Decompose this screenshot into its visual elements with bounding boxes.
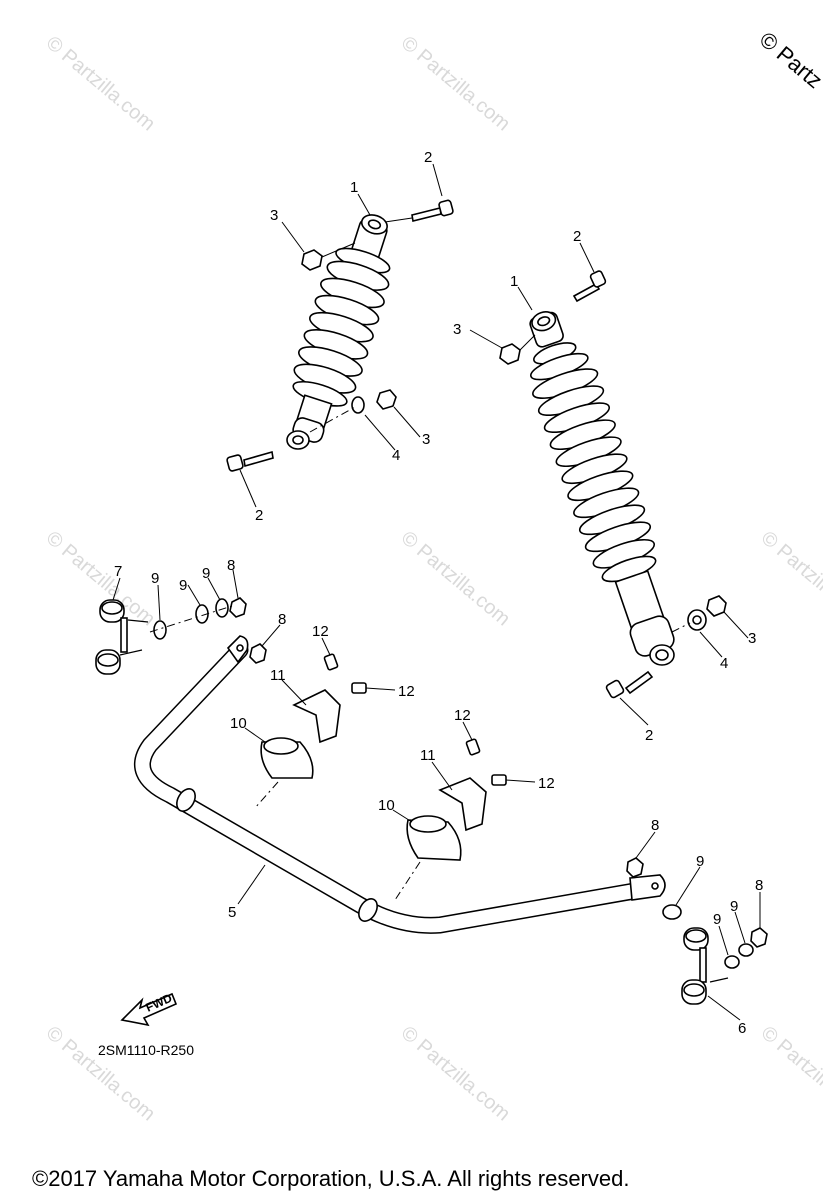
callout-2: 2 [424, 149, 432, 166]
callout-4: 4 [392, 447, 400, 464]
watermark: © Partzilla.com [757, 1022, 823, 1125]
callout-3: 3 [453, 321, 461, 338]
watermark: © Partzilla.com [757, 527, 823, 630]
callout-labels: 1 2 3 3 4 2 1 2 3 3 4 2 7 9 9 9 8 8 12 1… [114, 149, 763, 1037]
washer-nut-bottom-left [309, 389, 397, 433]
bushing-left [254, 737, 314, 809]
callout-7: 7 [114, 563, 122, 580]
bolt-bottom-left [226, 450, 274, 472]
callout-12: 12 [398, 683, 415, 700]
callout-11: 11 [420, 747, 436, 764]
callout-8: 8 [278, 611, 286, 628]
callout-8: 8 [227, 557, 235, 574]
callout-3: 3 [270, 207, 278, 224]
nut-top-left [301, 242, 356, 271]
copyright-notice: ©2017 Yamaha Motor Corporation, U.S.A. A… [32, 1166, 629, 1191]
watermark: © Partzilla.com [42, 32, 159, 135]
leader-lines [112, 163, 761, 1021]
bolt-top-right [572, 270, 607, 303]
callout-3: 3 [748, 630, 756, 647]
watermark: © Partzilla.com [397, 1022, 514, 1125]
stabilizer-link-left [95, 599, 149, 675]
watermark: © Partzilla.com [42, 1022, 159, 1125]
nut-top-right [499, 334, 536, 365]
callout-3: 3 [422, 431, 430, 448]
callout-4: 4 [720, 655, 728, 672]
link-right-washers-nuts [626, 857, 768, 969]
callout-12: 12 [312, 623, 329, 640]
callout-6: 6 [738, 1020, 746, 1037]
callout-11: 11 [270, 667, 286, 684]
callout-9: 9 [696, 853, 704, 870]
bushing-right [394, 815, 462, 901]
callout-9: 9 [202, 565, 210, 582]
spring-coils [292, 247, 391, 407]
callout-5: 5 [228, 904, 236, 921]
diagram-code: 2SM1110-R250 [98, 1042, 194, 1058]
callout-1: 1 [350, 179, 358, 196]
rear-shock-absorber-right [529, 311, 675, 666]
bracket-right [438, 738, 507, 832]
corner-watermark: © Partz [755, 27, 823, 94]
callout-1: 1 [510, 273, 518, 290]
callout-2: 2 [255, 507, 263, 524]
callout-2: 2 [573, 228, 581, 245]
callout-10: 10 [378, 797, 395, 814]
callout-8: 8 [755, 877, 763, 894]
callout-9: 9 [730, 898, 738, 915]
stabilizer-bar [133, 635, 666, 934]
callout-9: 9 [713, 911, 721, 928]
rear-shock-absorber-left [286, 214, 391, 450]
washer-nut-bottom-right [671, 595, 727, 633]
bracket-left [292, 653, 367, 744]
bolt-top-left [384, 199, 454, 223]
callout-2: 2 [645, 727, 653, 744]
callout-9: 9 [151, 570, 159, 587]
callout-10: 10 [230, 715, 247, 732]
bolt-bottom-right [605, 670, 654, 699]
watermark: © Partzilla.com [397, 527, 514, 630]
stabilizer-link-right [681, 927, 729, 1005]
callout-12: 12 [454, 707, 471, 724]
forward-arrow-icon: FWD [120, 991, 178, 1027]
callout-8: 8 [651, 817, 659, 834]
callout-9: 9 [179, 577, 187, 594]
callout-12: 12 [538, 775, 555, 792]
spring-coils [532, 368, 657, 583]
watermark: © Partzilla.com [397, 32, 514, 135]
link-left-washers-nuts [149, 597, 267, 664]
